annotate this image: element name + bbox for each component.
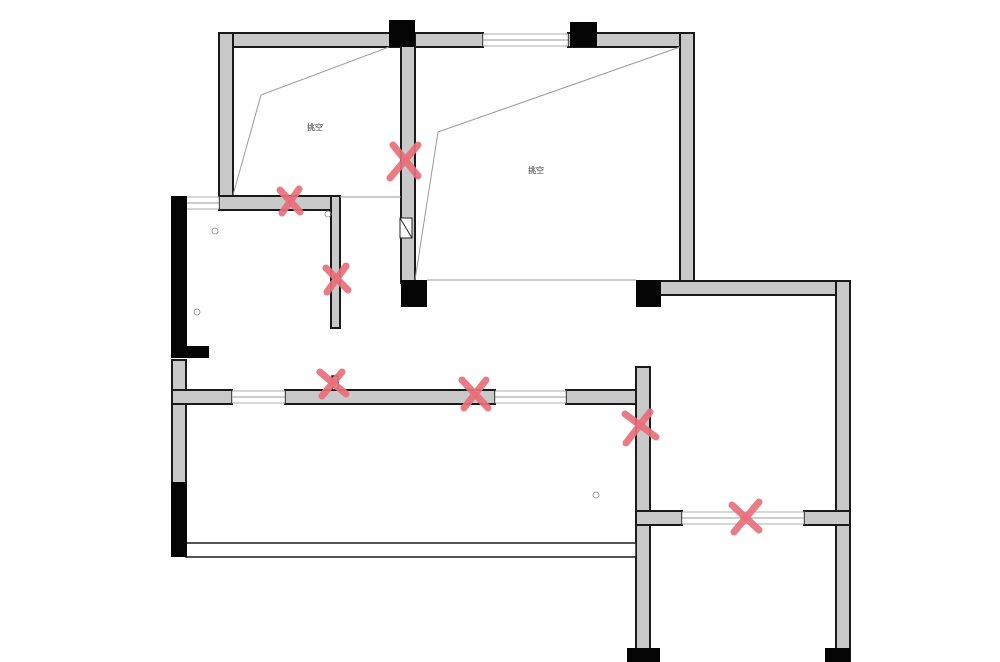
wall-middle-b xyxy=(284,389,496,405)
red-cross-icon xyxy=(458,376,492,412)
wall-balcony-left-stub xyxy=(635,510,683,526)
fixture-circle xyxy=(324,210,332,218)
red-cross-icon xyxy=(386,141,422,182)
column-bottom-left xyxy=(627,648,660,662)
window-middle-a xyxy=(231,390,286,404)
column-top-right xyxy=(570,22,597,47)
solid-wall-left-upper xyxy=(171,196,187,358)
column-center xyxy=(401,280,427,307)
solid-wall-left-lower xyxy=(171,482,187,557)
void-label-right: 挑空 xyxy=(528,165,544,175)
void-outline-left xyxy=(232,46,390,196)
wall-short-stub xyxy=(330,195,341,329)
solid-wall-left-return xyxy=(171,346,209,358)
red-cross-icon xyxy=(276,185,304,217)
fixture-circle xyxy=(193,308,201,316)
fixture-circle xyxy=(592,491,600,499)
wall-top-left xyxy=(218,32,484,48)
wall-mid-left-horizontal xyxy=(218,195,340,211)
wall-right-step xyxy=(659,280,851,296)
window-top xyxy=(482,33,569,47)
fixture-circle xyxy=(211,227,219,235)
window-left-upper xyxy=(185,196,220,210)
wall-bottom-thin xyxy=(185,542,637,558)
red-cross-icon xyxy=(316,368,350,400)
wall-right-upper xyxy=(679,32,695,296)
column-right xyxy=(636,280,661,307)
red-cross-icon xyxy=(322,262,352,296)
ladder-icon xyxy=(399,217,413,239)
void-label-left: 挑空 xyxy=(307,122,323,132)
column-bottom-right xyxy=(825,648,850,662)
wall-left-upper xyxy=(218,32,234,211)
wall-middle-a xyxy=(171,389,233,405)
red-cross-icon xyxy=(621,408,660,447)
void-outline-right xyxy=(414,46,681,281)
window-middle-b xyxy=(494,390,567,404)
wall-balcony-right-stub xyxy=(803,510,851,526)
column-top-left xyxy=(389,20,415,47)
wall-far-right xyxy=(835,280,851,662)
red-cross-icon xyxy=(728,498,763,536)
